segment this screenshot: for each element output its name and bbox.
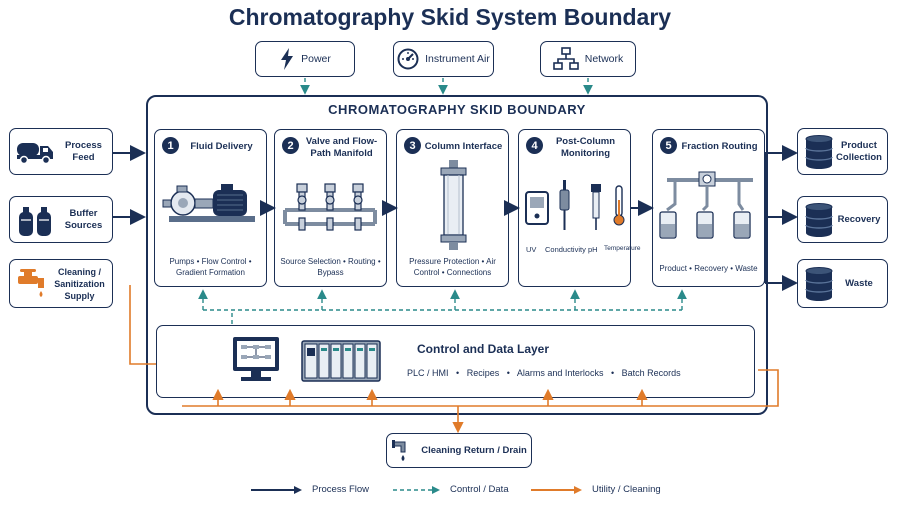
stage-post-column-monitoring: 4 Post-Column Monitoring UV Conductivity… xyxy=(518,129,641,287)
legend-process-flow: Process Flow xyxy=(250,484,369,495)
stage-column-interface: 3 Column Interface Pressure Protection •… xyxy=(396,129,509,287)
output-waste: Waste xyxy=(797,259,888,308)
stage-title: Post-Column Monitoring xyxy=(555,136,616,159)
output-waste-label: Waste xyxy=(845,277,873,289)
control-title: Control and Data Layer xyxy=(417,342,550,356)
control-data-layer: Control and Data Layer PLC / HMI • Recip… xyxy=(156,325,755,398)
legend-dashed-teal-line xyxy=(393,485,440,494)
utility-power: Power xyxy=(255,41,355,77)
fraction-collector-icon xyxy=(659,171,753,239)
control-bullet: • xyxy=(506,368,510,378)
cleaning-return-drain: Cleaning Return / Drain xyxy=(386,433,532,468)
skid-boundary xyxy=(146,95,768,415)
legend-label: Process Flow xyxy=(312,484,370,495)
stage-fluid-delivery: 1 Fluid Delivery Pumps • Flow Control • … xyxy=(154,129,267,287)
stage-title: Valve and Flow-Path Manifold xyxy=(305,136,378,159)
stage-number: 4 xyxy=(526,137,543,154)
sensor-label-ph: pH xyxy=(588,245,598,254)
control-item: Recipes xyxy=(466,368,500,378)
input-process-feed-label: Process Feed xyxy=(65,139,102,163)
input-process-feed: Process Feed xyxy=(9,128,113,175)
utility-instrument-air-label: Instrument Air xyxy=(425,53,490,65)
input-cleaning-supply-label: Cleaning / Sanitization Supply xyxy=(54,266,105,301)
gas-cylinders-icon xyxy=(19,207,51,236)
gauge-icon xyxy=(397,48,419,70)
output-recovery: Recovery xyxy=(797,196,888,243)
sensor-label-temperature: Temperature xyxy=(604,245,641,252)
hmi-computer-icon xyxy=(233,337,279,381)
stage-description: Pressure Protection • Air Control • Conn… xyxy=(409,257,496,277)
stage-description: Product • Recovery • Waste xyxy=(659,264,758,273)
stage-title: Fluid Delivery xyxy=(190,141,253,152)
utility-network-label: Network xyxy=(584,53,624,65)
valve-manifold-icon xyxy=(283,183,377,231)
stage-title: Column Interface xyxy=(424,141,503,152)
faucet-icon xyxy=(18,269,44,297)
output-recovery-label: Recovery xyxy=(837,213,881,225)
stage-number: 3 xyxy=(404,137,421,154)
stage-number: 2 xyxy=(282,137,299,154)
output-product-collection-label: Product Collection xyxy=(836,139,882,163)
stage-number: 5 xyxy=(660,137,677,154)
stage-valve-manifold: 2 Valve and Flow-Path Manifold Source Se… xyxy=(274,129,387,287)
utility-network: Network xyxy=(540,41,636,77)
control-bullet: • xyxy=(610,368,615,378)
legend-solid-navy-line xyxy=(251,485,302,494)
column-icon xyxy=(440,160,467,250)
control-item: Batch Records xyxy=(621,368,681,378)
sensors-icon xyxy=(525,180,625,230)
drain-label: Cleaning Return / Drain xyxy=(421,445,527,456)
stage-description: Pumps • Flow Control • Gradient Formatio… xyxy=(169,257,252,277)
utility-instrument-air: Instrument Air xyxy=(393,41,494,77)
legend-solid-orange-line xyxy=(531,485,582,494)
drum-icon xyxy=(805,203,833,237)
lightning-icon xyxy=(281,48,294,70)
legend-utility-cleaning: Utility / Cleaning xyxy=(530,484,661,495)
drum-icon xyxy=(805,135,833,169)
input-buffer-sources-label: Buffer Sources xyxy=(64,207,103,231)
input-buffer-sources: Buffer Sources xyxy=(9,196,113,243)
sensor-label-conductivity: Conductivity xyxy=(545,245,586,254)
legend-label: Utility / Cleaning xyxy=(592,484,661,495)
tanker-truck-icon xyxy=(17,143,53,165)
drum-icon xyxy=(805,267,833,301)
control-items: PLC / HMI • Recipes • Alarms and Interlo… xyxy=(407,368,686,378)
legend-control-data: Control / Data xyxy=(392,484,509,495)
network-icon xyxy=(552,47,579,70)
output-product-collection: Product Collection xyxy=(797,128,888,175)
stage-number: 1 xyxy=(162,137,179,154)
stage-description: Source Selection • Routing • Bypass xyxy=(280,257,381,277)
legend-label: Control / Data xyxy=(450,484,509,495)
stage-fraction-routing: 5 Fraction Routing Product • Recovery • … xyxy=(652,129,765,287)
stage-title: Fraction Routing xyxy=(681,141,758,152)
diagram-title: Chromatography Skid System Boundary xyxy=(228,4,672,30)
plc-rack-icon xyxy=(301,340,381,382)
skid-title: CHROMATOGRAPHY SKID BOUNDARY xyxy=(328,102,586,117)
control-item: Alarms and Interlocks xyxy=(516,368,604,378)
input-cleaning-supply: Cleaning / Sanitization Supply xyxy=(9,259,113,308)
control-item: PLC / HMI xyxy=(407,368,449,378)
pump-motor-icon xyxy=(162,184,255,222)
sensor-label-uv: UV xyxy=(526,245,537,254)
drain-icon xyxy=(392,439,406,461)
utility-power-label: Power xyxy=(301,53,331,65)
control-bullet: • xyxy=(456,368,460,378)
